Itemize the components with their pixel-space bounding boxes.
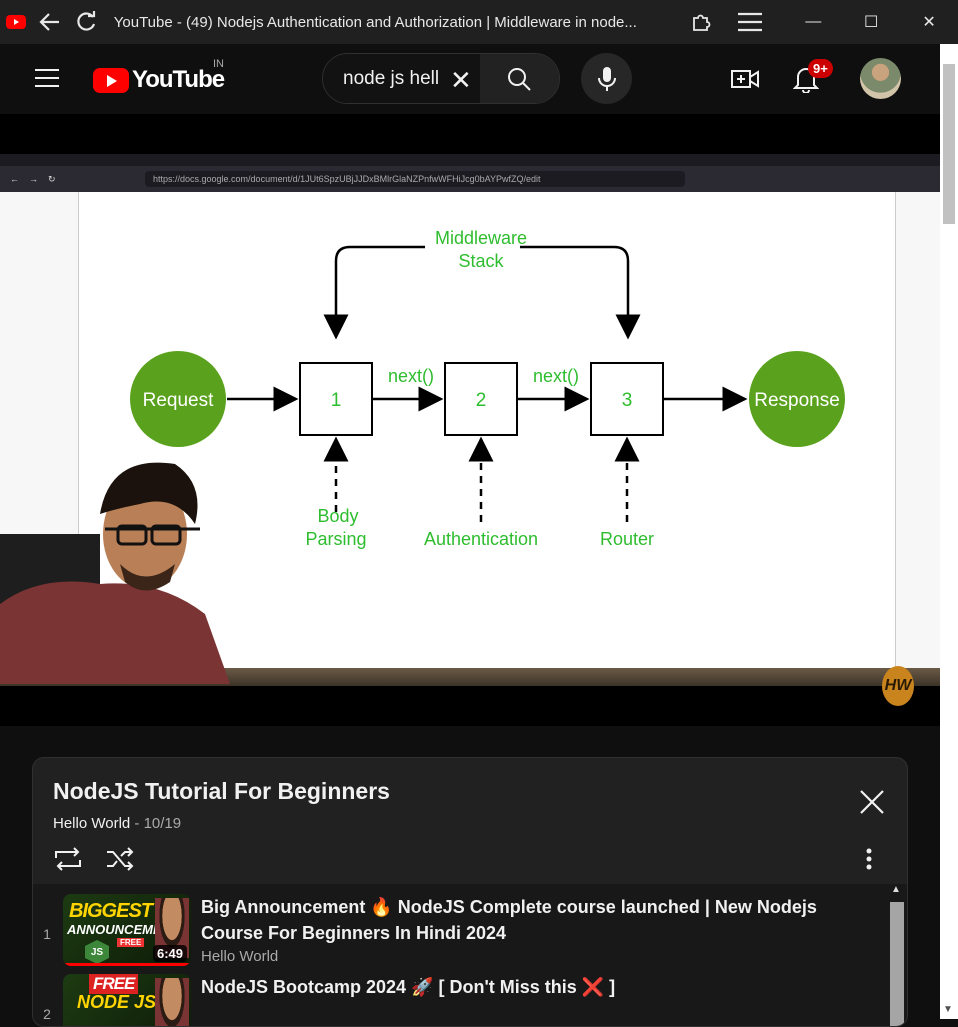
- voice-search-button[interactable]: [581, 53, 632, 104]
- stack-arrow-left: [323, 245, 425, 340]
- thumbnail-text-bottom: NODE JS: [77, 992, 157, 1012]
- stack-label-line2: Stack: [458, 251, 504, 271]
- recorded-document-area: Middleware Stack Request Response 1 2 3 …: [0, 192, 940, 672]
- playlist-channel[interactable]: Hello World: [53, 815, 131, 832]
- search-button[interactable]: [479, 54, 559, 103]
- watched-progress-bar: [63, 963, 191, 966]
- extensions-puzzle-icon[interactable]: [683, 0, 719, 44]
- playlist-item-index: 1: [43, 926, 51, 942]
- search-box: node js hell ✕: [322, 53, 560, 104]
- body-parsing-label-line1: Body: [317, 506, 358, 526]
- thumbnail-text-top: BIGGEST: [69, 900, 153, 922]
- presenter-webcam-image: [0, 462, 230, 684]
- nodejs-logo-icon: JS: [85, 940, 109, 964]
- playlist-scrollbar[interactable]: ▲: [889, 884, 905, 1026]
- video-duration: 6:49: [152, 945, 187, 962]
- stack-arrow-right: [520, 245, 641, 340]
- youtube-header: YouTube IN node js hell ✕ 9+: [0, 44, 940, 114]
- router-label: Router: [600, 529, 654, 549]
- shuffle-playlist-icon[interactable]: [105, 846, 135, 877]
- video-player[interactable]: ←→↻ https://docs.google.com/document/d/1…: [0, 114, 940, 726]
- request-label: Request: [143, 390, 214, 411]
- response-node: [749, 351, 845, 447]
- playlist-header: NodeJS Tutorial For Beginners Hello Worl…: [33, 758, 907, 884]
- loop-playlist-icon[interactable]: [53, 846, 83, 877]
- playlist-subtitle: Hello World - 10/19: [53, 815, 181, 832]
- youtube-favicon-icon: [0, 0, 32, 44]
- search-icon: [508, 67, 532, 91]
- playlist-panel: NodeJS Tutorial For Beginners Hello Worl…: [32, 757, 908, 1027]
- maximize-button[interactable]: ☐: [864, 14, 879, 31]
- box-1-label: 1: [331, 390, 342, 411]
- response-label: Response: [754, 390, 840, 411]
- scroll-down-arrow-icon[interactable]: ▼: [943, 1004, 953, 1015]
- video-thumbnail[interactable]: BIGGEST ANNOUNCEMENT FREE JS 6:49: [63, 894, 191, 966]
- reload-icon[interactable]: [68, 0, 104, 44]
- thumbnail-text-top: FREE: [89, 974, 139, 994]
- close-playlist-icon[interactable]: [859, 788, 885, 820]
- next-label-1: next(): [388, 366, 434, 386]
- close-window-button[interactable]: ✕: [922, 14, 936, 31]
- recorded-browser-tabs: [0, 154, 940, 166]
- page-scrollbar[interactable]: ▼: [940, 44, 958, 1019]
- youtube-play-logo-icon: [93, 67, 129, 93]
- minimize-button[interactable]: —: [805, 13, 822, 30]
- menu-icon[interactable]: [732, 0, 768, 44]
- playlist-scrollbar-thumb[interactable]: [890, 902, 904, 1026]
- video-title[interactable]: NodeJS Bootcamp 2024 🚀 [ Don't Miss this…: [201, 977, 616, 997]
- playlist-items: 1 BIGGEST ANNOUNCEMENT FREE JS 6:49 Big …: [33, 884, 907, 1026]
- next-label-2: next(): [533, 366, 579, 386]
- playlist-item[interactable]: 2 FREE NODE JS NodeJS Bootcamp 2024 🚀 [ …: [33, 974, 893, 1026]
- window-title: YouTube - (49) Nodejs Authentication and…: [113, 13, 637, 31]
- account-avatar[interactable]: [860, 58, 901, 99]
- middleware-box-3: [590, 362, 664, 436]
- youtube-logo[interactable]: YouTube: [93, 66, 225, 94]
- search-input-value: node js hell: [343, 67, 440, 89]
- recorded-browser-toolbar: ←→↻ https://docs.google.com/document/d/1…: [0, 166, 940, 192]
- search-input[interactable]: node js hell ✕: [323, 54, 480, 103]
- back-arrow-icon[interactable]: [32, 0, 68, 44]
- playlist-title[interactable]: NodeJS Tutorial For Beginners: [53, 778, 390, 804]
- more-actions-icon[interactable]: [865, 847, 873, 876]
- recorded-nav-icons: ←→↻: [10, 173, 66, 184]
- recorded-mac-dock: [0, 668, 940, 686]
- page-scrollbar-thumb[interactable]: [943, 64, 955, 224]
- video-title[interactable]: Big Announcement 🔥 NodeJS Complete cours…: [201, 897, 817, 943]
- create-video-icon[interactable]: [731, 68, 759, 95]
- stack-label-line1: Middleware: [435, 228, 527, 248]
- playlist-item[interactable]: 1 BIGGEST ANNOUNCEMENT FREE JS 6:49 Big …: [33, 884, 893, 972]
- authentication-label: Authentication: [424, 529, 538, 549]
- video-thumbnail[interactable]: FREE NODE JS: [63, 974, 191, 1026]
- box-3-label: 3: [622, 390, 633, 411]
- microphone-icon: [597, 66, 616, 91]
- middleware-box-2: [444, 362, 518, 436]
- thumbnail-free-tag: FREE: [117, 938, 145, 947]
- body-parsing-label-line2: Parsing: [305, 529, 366, 549]
- request-node: [130, 351, 226, 447]
- thumbnail-text-bottom: ANNOUNCEMENT: [67, 922, 179, 937]
- middleware-diagram: Middleware Stack Request Response 1 2 3 …: [130, 228, 845, 549]
- recorded-url: https://docs.google.com/document/d/1JUt6…: [145, 171, 685, 187]
- playlist-item-index: 2: [43, 1006, 51, 1022]
- middleware-box-1: [299, 362, 373, 436]
- country-code: IN: [213, 58, 224, 70]
- notification-count-badge: 9+: [808, 59, 833, 78]
- scroll-up-arrow-icon[interactable]: ▲: [891, 884, 901, 895]
- guide-menu-icon[interactable]: [35, 69, 59, 93]
- clear-search-icon[interactable]: ✕: [449, 65, 472, 95]
- window-titlebar: YouTube - (49) Nodejs Authentication and…: [0, 0, 958, 44]
- thumbnail-presenter-image: [155, 978, 189, 1026]
- playlist-position: - 10/19: [130, 815, 182, 832]
- video-channel: Hello World: [201, 948, 279, 965]
- channel-watermark[interactable]: HW: [882, 666, 914, 706]
- box-2-label: 2: [476, 390, 487, 411]
